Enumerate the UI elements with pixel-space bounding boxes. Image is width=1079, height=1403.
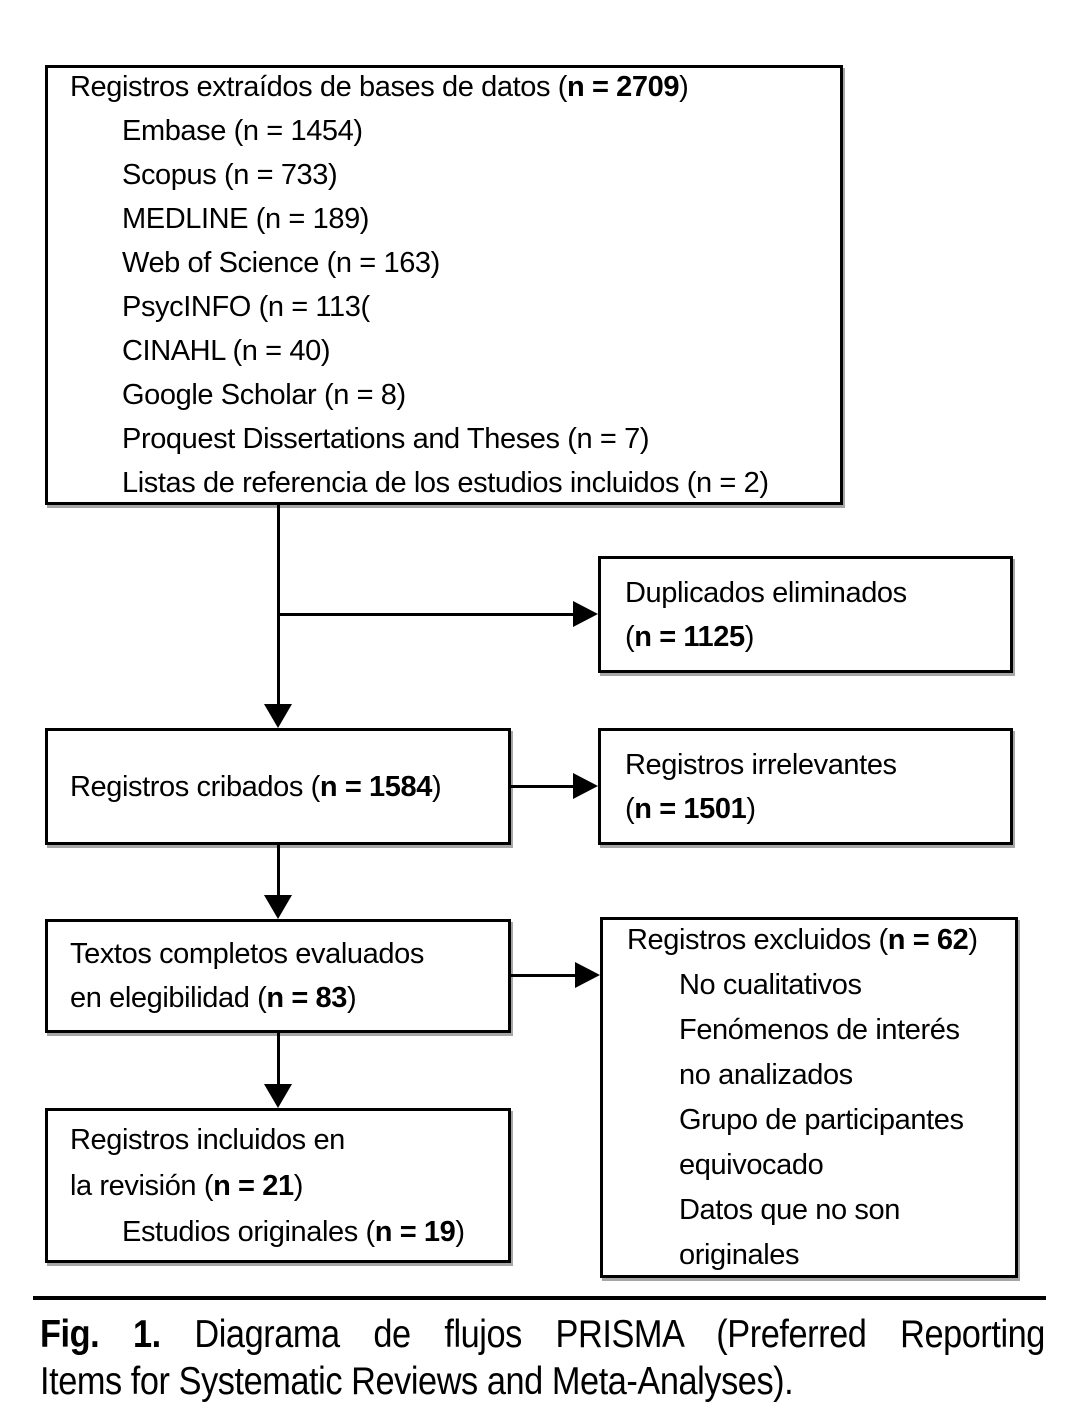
exclusion-reason-line: originales [679, 1238, 800, 1271]
database-list-item: Web of Science (n = 163) [122, 247, 440, 279]
exclusion-reason-line: Datos que no son [679, 1193, 900, 1226]
database-list-item: PsycINFO (n = 113( [122, 291, 370, 323]
caption-line2: Items for Systematic Reviews and Meta-An… [40, 1360, 794, 1403]
identification-title-pre: Registros extraídos de bases de datos ( [70, 71, 568, 103]
connector-fulltext-to-included [277, 1033, 280, 1086]
exclusion-reason-line: No cualitativos [679, 968, 862, 1001]
included-suf: ) [293, 1169, 304, 1202]
arrow-down-icon [264, 895, 292, 919]
excluded-title: Registros excluidos (n = 62) [627, 918, 1015, 963]
connector-identification-to-screened [277, 503, 280, 706]
original-studies-pre: Estudios originales ( [122, 1215, 375, 1248]
included-count: n = 21 [213, 1169, 294, 1202]
caption-line1: Fig. 1. Diagrama de flujos PRISMA (Prefe… [40, 1311, 1045, 1358]
fulltext-line1: Textos completos evaluados [70, 938, 424, 970]
duplicates-removed-line2: (n = 1125) [625, 615, 1010, 659]
included-pre: la revisión ( [70, 1169, 214, 1202]
figure-caption: Fig. 1. Diagrama de flujos PRISMA (Prefe… [40, 1311, 1045, 1403]
database-list-item: Proquest Dissertations and Theses (n = 7… [122, 423, 650, 455]
duplicates-removed-count: n = 1125 [634, 620, 745, 653]
excluded-count: n = 62 [887, 923, 969, 956]
included-line2: la revisión (n = 21) [70, 1163, 508, 1209]
caption-line1-text: Diagrama de flujos PRISMA (Preferred Rep… [160, 1313, 1045, 1356]
original-studies-suf: ) [455, 1215, 465, 1248]
original-studies-count: n = 19 [374, 1215, 456, 1248]
arrow-right-icon [573, 773, 598, 799]
included-line3: Estudios originales (n = 19) [70, 1209, 508, 1255]
exclusion-reason-line: Fenómenos de interés [679, 1013, 960, 1046]
included-line1: Registros incluidos en [70, 1123, 345, 1156]
identification-title-count: n = 2709 [567, 71, 680, 103]
fulltext-line2: en elegibilidad (n = 83) [70, 976, 508, 1020]
arrow-right-icon [573, 601, 598, 627]
database-list-item: CINAHL (n = 40) [122, 335, 331, 367]
exclusion-reason-line: no analizados [679, 1058, 853, 1091]
identification-title: Registros extraídos de bases de datos (n… [70, 65, 840, 109]
irrelevant-pre: ( [625, 792, 635, 825]
arrow-down-icon [264, 1084, 292, 1108]
screened-suf: ) [431, 770, 442, 803]
excluded-title-suf: ) [968, 923, 978, 956]
irrelevant-records-box: Registros irrelevantes (n = 1501) [598, 728, 1013, 845]
database-list-item: Embase (n = 1454) [122, 115, 363, 147]
database-list-item: Google Scholar (n = 8) [122, 379, 406, 411]
irrelevant-line2: (n = 1501) [625, 787, 1010, 831]
included-records-box: Registros incluidos en la revisión (n = … [45, 1108, 511, 1263]
fulltext-pre: en elegibilidad ( [70, 982, 267, 1014]
connector-screened-to-fulltext [277, 845, 280, 897]
identification-title-suf: ) [679, 71, 689, 103]
duplicates-removed-pre: ( [625, 620, 635, 653]
irrelevant-line1: Registros irrelevantes [625, 748, 897, 781]
excluded-records-box: Registros excluidos (n = 62) No cualitat… [600, 917, 1018, 1278]
database-list-item: Listas de referencia de los estudios inc… [122, 467, 769, 499]
arrow-right-icon [575, 962, 600, 988]
connector-fulltext-to-excluded [511, 974, 577, 977]
duplicates-removed-line1: Duplicados eliminados [625, 576, 907, 609]
duplicates-removed-suf: ) [744, 620, 755, 653]
duplicates-removed-box: Duplicados eliminados (n = 1125) [598, 556, 1013, 673]
connector-screened-to-irrelevant [511, 785, 575, 788]
figure-label: Fig. 1. [40, 1313, 161, 1356]
exclusion-reason-line: equivocado [679, 1148, 824, 1181]
fulltext-count: n = 83 [266, 982, 347, 1014]
arrow-down-icon [264, 704, 292, 728]
connector-branch-to-duplicates [277, 613, 574, 616]
screened-count: n = 1584 [319, 770, 432, 803]
irrelevant-suf: ) [746, 792, 756, 825]
fulltext-suf: ) [346, 982, 357, 1014]
screened-box: Registros cribados (n = 1584) [45, 728, 511, 845]
caption-rule [33, 1296, 1046, 1300]
screened-line1: Registros cribados (n = 1584) [70, 765, 508, 809]
irrelevant-count: n = 1501 [634, 792, 747, 825]
screened-pre: Registros cribados ( [70, 770, 320, 803]
identification-box: Registros extraídos de bases de datos (n… [45, 65, 843, 505]
exclusion-reason-line: Grupo de participantes [679, 1103, 964, 1136]
database-list-item: MEDLINE (n = 189) [122, 203, 370, 235]
fulltext-assessed-box: Textos completos evaluados en elegibilid… [45, 919, 511, 1033]
excluded-title-pre: Registros excluidos ( [627, 923, 888, 956]
database-list-item: Scopus (n = 733) [122, 159, 338, 191]
